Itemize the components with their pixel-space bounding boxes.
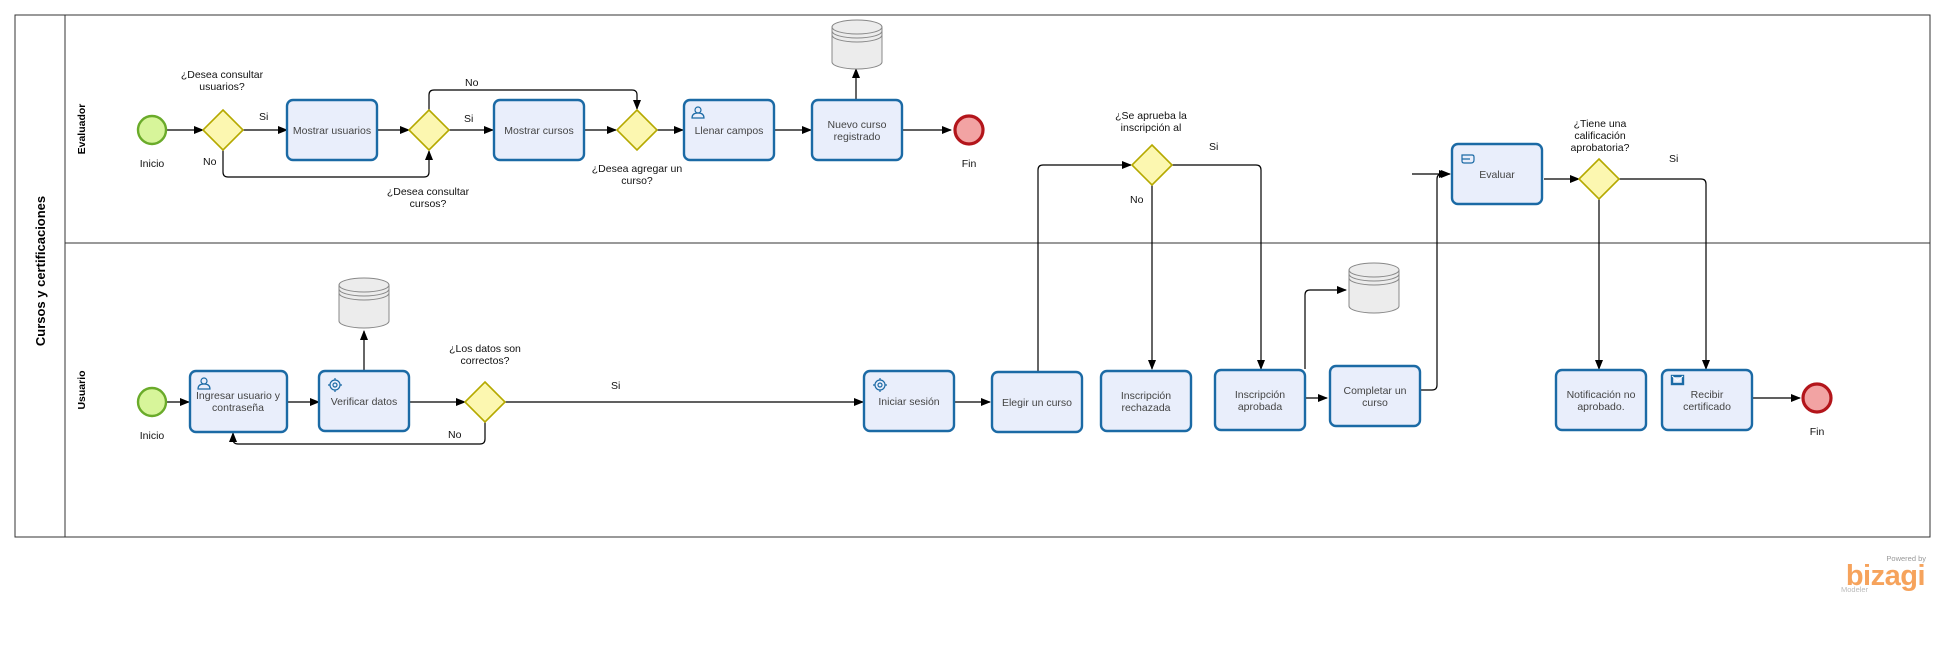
lane-label-evaluador: Evaluador [76,104,88,155]
flow-label-si: Si [1209,141,1218,153]
pool-title: Cursos y certificaciones [33,196,48,346]
database-icon [831,19,883,70]
flow-label-no: No [448,429,462,441]
task-llenar-campos: Llenar campos [682,98,776,162]
lane-label-usuario: Usuario [76,370,88,409]
bizagi-logo: Powered by bizagi Modeler [1841,554,1926,594]
bizagi-wordmark: bizagi [1846,560,1925,592]
pool-border [14,14,1931,538]
modeler-label: Modeler [1841,585,1869,594]
start-event-label: Inicio [140,430,165,442]
task-mostrar-cursos: Mostrar cursos [492,98,586,162]
flow-label-no: No [203,156,217,168]
flow-label-si: Si [464,113,473,125]
database-icon [1348,262,1400,314]
service-task-icon [873,378,887,392]
flow-label-no: No [465,77,479,89]
sequence-flows [167,68,1801,445]
task-verificar-datos: Verificar datos [317,369,411,433]
manual-task-icon [1461,154,1475,164]
envelope-icon [1670,374,1685,386]
user-task-icon [691,106,705,119]
end-event-evaluador [953,114,985,146]
start-event-label: Inicio [140,158,165,170]
flow-labels: Si No Si No Si No Si Si No [203,77,1678,441]
task-evaluar: Evaluar [1450,142,1544,206]
end-event-label: Fin [962,158,977,170]
svg-text:Mostrar usuarios: Mostrar usuarios [293,125,371,137]
start-event-evaluador [136,114,168,146]
flow-label-si: Si [259,111,268,123]
flow-label-no: No [1130,194,1144,206]
user-task-icon [197,377,211,390]
task-iniciar-sesion: Iniciar sesión [862,369,956,433]
task-elegir-curso: Elegir un curso [990,370,1084,434]
flow-label-si: Si [1669,153,1678,165]
svg-text:Evaluar: Evaluar [1479,169,1515,181]
end-event-label: Fin [1810,426,1825,438]
svg-text:Mostrar cursos: Mostrar cursos [504,125,573,137]
svg-text:Llenar campos: Llenar campos [695,125,764,137]
powered-by-label: Powered by [1886,554,1926,563]
end-event-usuario [1801,382,1833,414]
svg-text:Verificar datos: Verificar datos [331,396,398,408]
flow-label-si: Si [611,380,620,392]
svg-text:Iniciar sesión: Iniciar sesión [878,396,939,408]
service-task-icon [328,378,342,392]
database-icon [338,277,390,329]
task-mostrar-usuarios: Mostrar usuarios [285,98,379,162]
svg-text:Elegir un curso: Elegir un curso [1002,397,1072,409]
start-event-usuario [136,386,168,418]
